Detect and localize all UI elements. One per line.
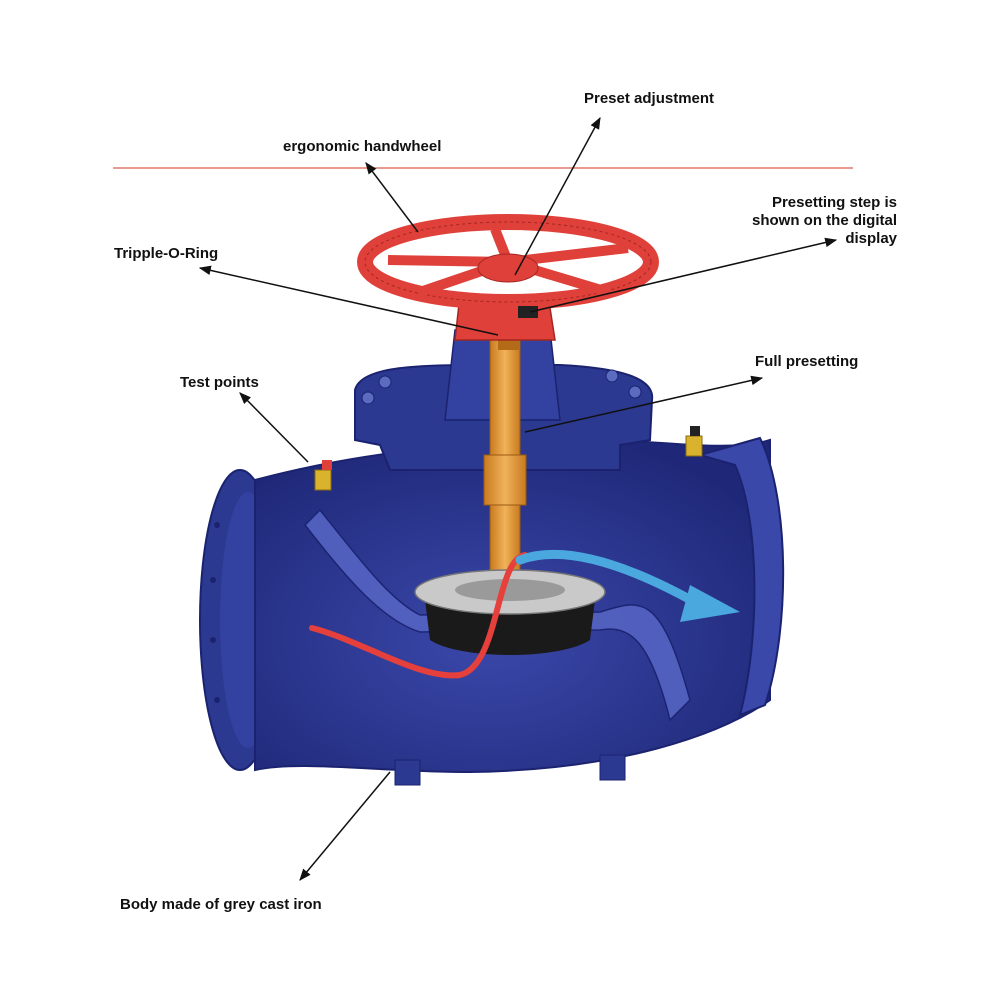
test-point-left [314,460,332,491]
flow-outlet-line [515,549,705,610]
label-presetting-step: Presetting step is shown on the digital … [752,194,897,248]
stem-collar [483,454,527,506]
callout-tripple-o-ring [198,265,499,336]
label-presetting-step-line2: shown on the digital [752,212,897,229]
callout-presetting-step [529,237,838,313]
label-full-presetting: Full presetting [755,353,859,370]
label-body-material: Body made of grey cast iron [120,896,322,913]
digital-display [518,306,538,318]
label-presetting-step-line3: display [845,230,897,247]
flow-inlet-line [309,552,528,679]
callout-ergonomic-handwheel [365,162,419,233]
callout-full-presetting [524,375,764,433]
label-preset-adjustment: Preset adjustment [584,90,715,107]
callout-preset-adjustment [514,116,601,276]
label-presetting-step-line1: Presetting step is [771,194,897,211]
right-flange [696,436,785,717]
valve-disc [414,569,606,655]
flow-arrow-icon [680,585,740,622]
label-ergonomic-handwheel: ergonomic handwheel [283,138,442,155]
body-foot-left [394,759,421,786]
label-tripple-o-ring: Tripple-O-Ring [114,245,219,262]
callout-body-material [299,771,391,881]
handwheel [357,214,659,341]
label-test-points: Test points [180,374,259,391]
body-foot-right [599,754,626,781]
test-point-right [685,426,703,457]
callout-test-points [239,392,309,463]
